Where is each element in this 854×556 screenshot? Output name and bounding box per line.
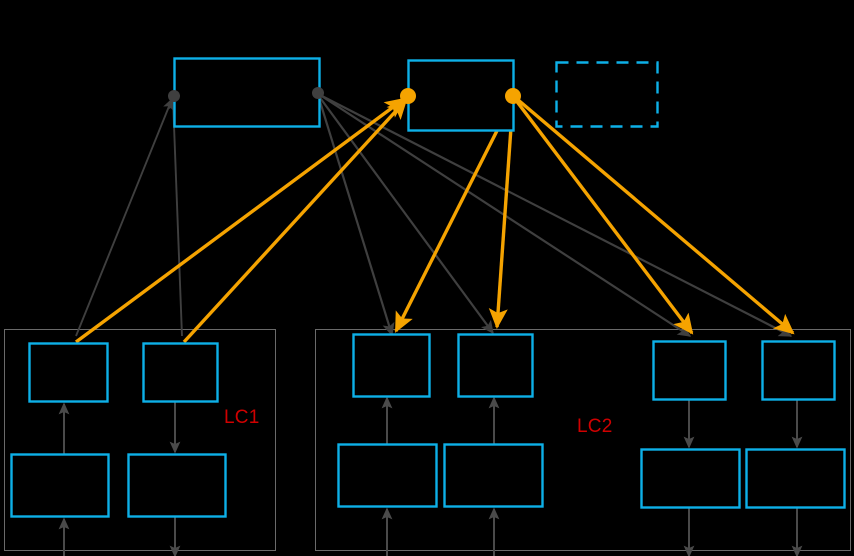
gray-edge-inbound-0	[75, 97, 174, 337]
node-lc2-lower-3[interactable]	[640, 448, 741, 509]
orange-edge-outbound-3	[515, 97, 795, 335]
node-lc1-lower-2[interactable]	[127, 453, 227, 518]
group-label-lc1: LC1	[224, 407, 260, 428]
group-label-lc2: LC2	[577, 416, 613, 437]
gray-edge-outbound-0	[316, 94, 395, 337]
gray-edge-outbound-1	[317, 94, 494, 335]
hub-layer	[168, 87, 521, 104]
gray-edge-outbound-3	[319, 94, 793, 337]
node-lc2-lower-2[interactable]	[443, 443, 544, 508]
node-lc2-lower-1[interactable]	[337, 443, 438, 508]
gray-edge-layer	[75, 94, 793, 337]
node-lc1-upper-1[interactable]	[28, 342, 109, 403]
node-lc2-upper-3[interactable]	[652, 340, 727, 401]
node-lc2-upper-2[interactable]	[457, 333, 534, 398]
group-container-layer	[4, 329, 851, 551]
node-lc1-lower-1[interactable]	[10, 453, 110, 518]
hub-hub-gray-in	[168, 90, 180, 102]
hub-hub-orange-in	[400, 88, 416, 104]
orange-edge-inbound-0	[74, 97, 406, 344]
hub-hub-orange-out	[505, 88, 521, 104]
orange-edge-layer	[74, 97, 795, 344]
hub-hub-gray-out	[312, 87, 324, 99]
orange-edge-inbound-1	[182, 98, 408, 344]
group-box-group-lc1	[4, 329, 276, 551]
orange-edge-outbound-1	[488, 98, 515, 330]
node-top-node-3[interactable]	[555, 61, 659, 128]
node-lc1-upper-2[interactable]	[142, 342, 219, 403]
node-lc2-lower-4[interactable]	[745, 448, 846, 509]
node-lc2-upper-1[interactable]	[352, 333, 431, 398]
gray-edge-inbound-1	[168, 97, 183, 337]
orange-edge-outbound-2	[513, 97, 694, 335]
node-lc2-upper-4[interactable]	[761, 340, 836, 401]
node-top-node-2[interactable]	[407, 59, 515, 132]
orange-edge-outbound-0	[394, 98, 515, 333]
internal-edge-layer	[58, 396, 803, 556]
node-layer	[10, 57, 846, 518]
group-box-group-lc2	[315, 329, 851, 551]
node-top-node-1[interactable]	[173, 57, 321, 128]
